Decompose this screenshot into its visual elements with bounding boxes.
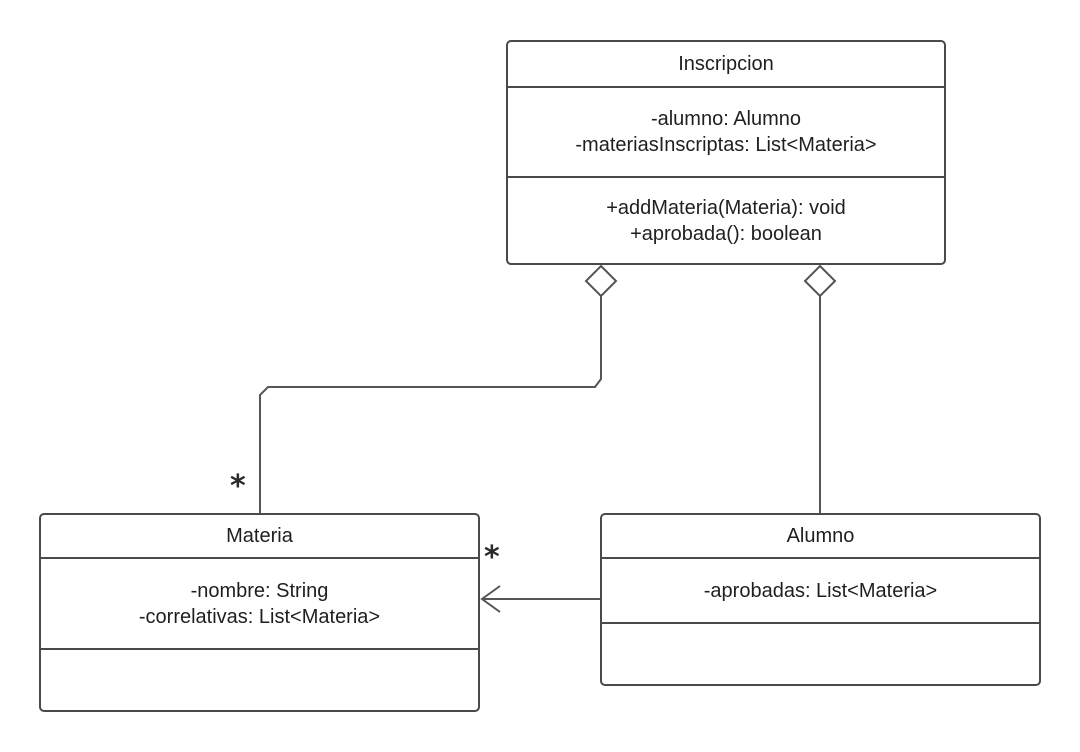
aggregation-diamond-inscripcion-alumno: [803, 264, 837, 298]
class-materia-name: Materia: [226, 525, 293, 547]
class-materia-methods: [41, 648, 478, 710]
class-inscripcion-attributes: -alumno: Alumno -materiasInscriptas: Lis…: [508, 86, 944, 176]
attribute-alumno: -alumno: Alumno: [650, 108, 802, 130]
method-aprobada: +aprobada(): boolean: [630, 222, 822, 245]
class-alumno-header: Alumno: [602, 515, 1039, 557]
class-alumno-methods: [602, 622, 1039, 684]
aggregation-line-inscripcion-materia: [259, 296, 602, 513]
class-inscripcion[interactable]: Inscripcion -alumno: Alumno -materiasIns…: [506, 40, 946, 265]
class-inscripcion-name: Inscripcion: [678, 53, 774, 75]
class-inscripcion-header: Inscripcion: [508, 42, 944, 86]
aggregation-inscripcion-materia: [259, 264, 618, 513]
class-alumno-attributes: -aprobadas: List<Materia>: [602, 557, 1039, 622]
multiplicity-inscripcion-materia: *: [230, 469, 246, 504]
class-materia[interactable]: Materia -nombre: String -correlativas: L…: [39, 513, 480, 712]
aggregation-inscripcion-alumno: [803, 264, 837, 513]
association-alumno-materia: [480, 585, 600, 613]
attribute-nombre: -nombre: String: [190, 579, 329, 602]
attribute-correlativas: -correlativas: List<Materia>: [138, 605, 381, 628]
class-alumno[interactable]: Alumno -aprobadas: List<Materia>: [600, 513, 1041, 686]
aggregation-diamond-inscripcion-materia: [584, 264, 618, 298]
method-add-materia: +addMateria(Materia): void: [606, 196, 846, 219]
class-materia-attributes: -nombre: String -correlativas: List<Mate…: [41, 557, 478, 648]
attribute-materias-inscriptas: -materiasInscriptas: List<Materia>: [575, 134, 877, 156]
multiplicity-alumno-materia: *: [484, 540, 500, 575]
class-alumno-name: Alumno: [786, 525, 855, 547]
class-inscripcion-methods: +addMateria(Materia): void +aprobada(): …: [508, 176, 944, 263]
attribute-aprobadas: -aprobadas: List<Materia>: [703, 579, 938, 602]
association-arrowhead: [480, 585, 501, 613]
class-materia-header: Materia: [41, 515, 478, 557]
